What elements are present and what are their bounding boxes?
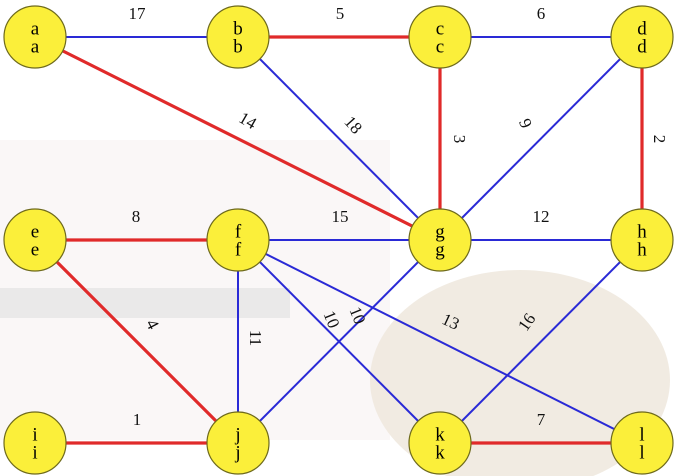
node-circle-b bbox=[206, 5, 270, 69]
edge-weight-f-j: 11 bbox=[246, 330, 265, 346]
edge-weight-d-g: 9 bbox=[515, 116, 536, 131]
node-label-top-g: g bbox=[435, 221, 445, 242]
edges-layer bbox=[33, 35, 644, 445]
node-g: gg bbox=[408, 208, 472, 272]
edge-weight-f-g: 15 bbox=[332, 207, 349, 226]
node-label-bottom-h: h bbox=[637, 239, 647, 260]
node-label-bottom-g: g bbox=[435, 239, 445, 260]
node-label-bottom-e: e bbox=[31, 239, 39, 260]
node-i: ii bbox=[3, 411, 67, 475]
node-h: hh bbox=[610, 208, 674, 272]
node-circle-h bbox=[610, 208, 674, 272]
edge-weight-d-h: 2 bbox=[650, 135, 669, 144]
edge-weight-f-k: 10 bbox=[319, 308, 343, 331]
node-label-bottom-i: i bbox=[32, 442, 37, 463]
node-circle-c bbox=[408, 5, 472, 69]
edge-a-g bbox=[34, 35, 441, 242]
node-label-top-j: j bbox=[234, 424, 240, 445]
node-label-top-l: l bbox=[639, 424, 644, 445]
edge-weight-c-g: 3 bbox=[450, 135, 469, 144]
node-label-bottom-c: c bbox=[436, 36, 444, 57]
edge-f-l bbox=[237, 239, 643, 444]
node-label-top-b: b bbox=[233, 18, 243, 39]
node-b: bb bbox=[206, 5, 270, 69]
edge-b-g bbox=[237, 36, 441, 241]
node-label-top-h: h bbox=[637, 221, 647, 242]
node-c: cc bbox=[408, 5, 472, 69]
node-label-bottom-d: d bbox=[637, 36, 647, 57]
node-label-bottom-b: b bbox=[233, 36, 243, 57]
node-label-bottom-f: f bbox=[235, 239, 242, 260]
node-label-bottom-a: a bbox=[31, 36, 40, 57]
node-circle-l bbox=[610, 411, 674, 475]
edge-weight-i-j: 1 bbox=[133, 410, 142, 429]
node-label-top-a: a bbox=[31, 18, 40, 39]
node-circle-g bbox=[408, 208, 472, 272]
edge-weight-f-l: 13 bbox=[439, 309, 462, 333]
node-circle-a bbox=[3, 5, 67, 69]
edge-h-k bbox=[439, 239, 643, 444]
node-circle-k bbox=[408, 411, 472, 475]
node-circle-e bbox=[3, 208, 67, 272]
node-circle-i bbox=[3, 411, 67, 475]
node-d: dd bbox=[610, 5, 674, 69]
node-a: aa bbox=[3, 5, 67, 69]
node-circle-f bbox=[206, 208, 270, 272]
edge-weight-a-b: 17 bbox=[129, 4, 147, 23]
edge-weight-c-d: 6 bbox=[537, 4, 546, 23]
node-circle-j bbox=[206, 411, 270, 475]
node-label-top-i: i bbox=[32, 424, 37, 445]
edge-weight-b-c: 5 bbox=[336, 4, 345, 23]
node-circle-d bbox=[610, 5, 674, 69]
node-f: ff bbox=[206, 208, 270, 272]
node-e: ee bbox=[3, 208, 67, 272]
edge-g-j bbox=[237, 239, 441, 444]
node-label-bottom-l: l bbox=[639, 442, 644, 463]
node-label-top-f: f bbox=[235, 221, 242, 242]
node-label-bottom-j: j bbox=[234, 442, 240, 463]
node-k: kk bbox=[408, 411, 472, 475]
edge-weight-b-g: 18 bbox=[340, 112, 365, 137]
edge-weight-a-g: 14 bbox=[236, 108, 261, 133]
node-label-bottom-k: k bbox=[435, 442, 445, 463]
edge-weight-k-l: 7 bbox=[537, 410, 546, 429]
edge-e-j bbox=[33, 238, 240, 445]
node-label-top-e: e bbox=[31, 221, 39, 242]
node-l: ll bbox=[610, 411, 674, 475]
node-label-top-k: k bbox=[435, 424, 445, 445]
node-j: jj bbox=[206, 411, 270, 475]
edge-weight-e-f: 8 bbox=[132, 207, 141, 226]
node-label-top-c: c bbox=[436, 18, 444, 39]
edge-weight-g-j: 10 bbox=[345, 304, 369, 327]
edge-weight-g-h: 12 bbox=[533, 207, 550, 226]
node-label-top-d: d bbox=[637, 18, 647, 39]
edge-d-g bbox=[439, 36, 643, 241]
caption-blur bbox=[0, 288, 290, 318]
